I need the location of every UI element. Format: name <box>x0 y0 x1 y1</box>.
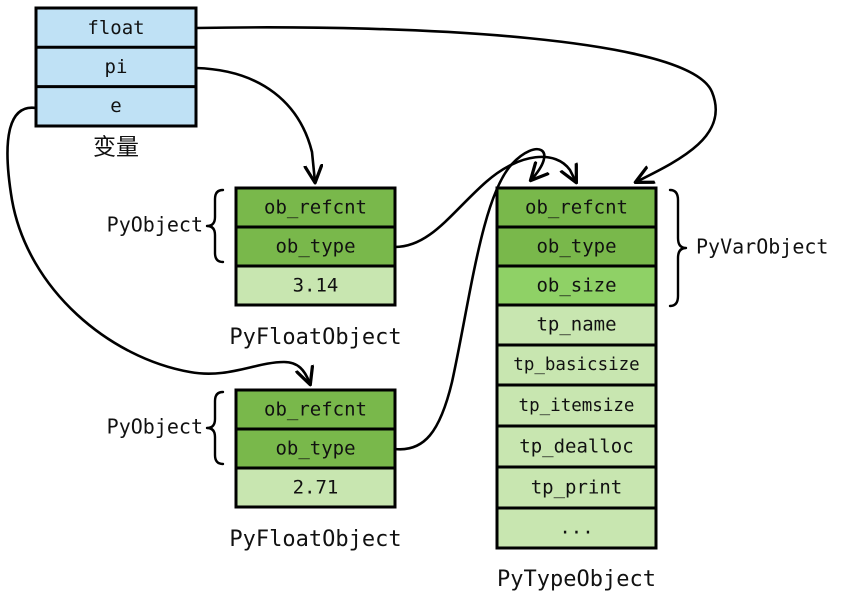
variables-box: float pi e 变量 <box>34 6 198 161</box>
pytypeobject-row-tp-basicsize[interactable]: tp_basicsize <box>513 355 639 375</box>
variable-row-pi[interactable]: pi <box>105 56 128 78</box>
pytypeobject-row-ob-refcnt[interactable]: ob_refcnt <box>525 197 628 219</box>
pyfloatobject-1-pyobject-label: PyObject <box>107 213 203 237</box>
pytypeobject-row-ob-type[interactable]: ob_type <box>536 236 616 258</box>
pyfloatobject-1: ob_refcnt ob_type 3.14 PyFloatObject PyO… <box>107 186 402 350</box>
pyfloatobject-2-pyobject-brace <box>205 390 225 466</box>
pyfloatobject-1-row-ob-refcnt[interactable]: ob_refcnt <box>264 197 367 219</box>
pyfloatobject-2: ob_refcnt ob_type 2.71 PyFloatObject PyO… <box>107 388 402 552</box>
pyfloatobject-2-row-ob-type[interactable]: ob_type <box>275 438 355 460</box>
pyfloatobject-1-pyobject-brace <box>205 188 225 264</box>
pytypeobject: ob_refcnt ob_type ob_size tp_name tp_bas… <box>495 186 828 592</box>
pytypeobject-row-ob-size[interactable]: ob_size <box>536 275 616 297</box>
pytypeobject-row-tp-name[interactable]: tp_name <box>536 314 616 336</box>
pyfloatobject-2-row-value[interactable]: 2.71 <box>293 477 339 499</box>
variable-row-e[interactable]: e <box>110 95 121 117</box>
pytypeobject-caption: PyTypeObject <box>497 567 656 592</box>
pytypeobject-pyvarobject-label: PyVarObject <box>696 235 828 259</box>
pytypeobject-pyvarobject-brace <box>668 188 688 308</box>
variables-box-outline <box>34 6 198 128</box>
variables-box-caption: 变量 <box>93 135 139 161</box>
pyfloatobject-2-row-ob-refcnt[interactable]: ob_refcnt <box>264 399 367 421</box>
pyfloatobject-2-caption: PyFloatObject <box>229 527 401 552</box>
pyfloatobject-1-row-value[interactable]: 3.14 <box>293 275 339 297</box>
pyfloatobject-1-row-ob-type[interactable]: ob_type <box>275 236 355 258</box>
pytypeobject-row-tp-print[interactable]: tp_print <box>531 477 623 499</box>
pytypeobject-row-tp-dealloc[interactable]: tp_dealloc <box>519 436 633 458</box>
pyfloatobject-1-caption: PyFloatObject <box>229 325 401 350</box>
pytypeobject-row-tp-itemsize[interactable]: tp_itemsize <box>519 396 635 416</box>
pytypeobject-row-ellipsis[interactable]: ... <box>559 517 593 539</box>
variable-row-float[interactable]: float <box>87 17 144 39</box>
pyfloatobject-2-pyobject-label: PyObject <box>107 415 203 439</box>
